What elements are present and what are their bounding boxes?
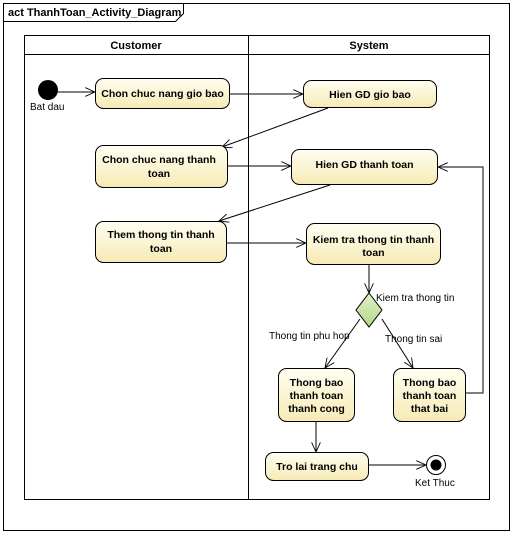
svg-text:thanh toan: thanh toan xyxy=(290,390,344,402)
action-tro-lai: Tro lai trang chu xyxy=(265,452,369,481)
decision-node xyxy=(355,292,383,328)
end-label: Ket Thuc xyxy=(415,478,455,489)
decision-label: Kiem tra thong tin xyxy=(376,293,454,304)
control-flows xyxy=(58,92,484,465)
action-chon-gio: Chon chuc nang gio bao xyxy=(95,78,230,109)
action-kiem-tra: Kiem tra thong tin thanh toan xyxy=(306,223,441,265)
frame-title: act ThanhToan_Activity_Diagram xyxy=(8,7,182,19)
action-them-tt: Them thong tin thanh toan xyxy=(95,221,227,263)
start-node xyxy=(38,80,58,100)
flow-decision-to-tb-cong xyxy=(325,318,361,368)
svg-text:toan: toan xyxy=(150,243,172,255)
flow-tb-bai-to-hien-tt xyxy=(438,167,484,394)
end-node xyxy=(426,455,446,475)
svg-text:that bai: that bai xyxy=(411,403,448,415)
guard-sai: Thong tin sai xyxy=(385,334,442,345)
guard-phu-hop: Thong tin phu hop xyxy=(269,331,350,342)
flow-decision-to-tb-bai xyxy=(381,318,413,368)
svg-text:Chon chuc nang thanh: Chon chuc nang thanh xyxy=(102,154,216,166)
svg-text:Thong bao: Thong bao xyxy=(290,377,344,389)
start-label: Bat dau xyxy=(30,102,64,113)
svg-text:Them thong tin thanh: Them thong tin thanh xyxy=(107,229,214,241)
svg-text:Hien GD thanh toan: Hien GD thanh toan xyxy=(316,159,414,171)
action-tb-cong: Thong bao thanh toan thanh cong xyxy=(278,368,355,422)
svg-text:Kiem tra thong tin thanh: Kiem tra thong tin thanh xyxy=(313,234,434,246)
svg-text:Hien GD gio bao: Hien GD gio bao xyxy=(329,89,411,101)
svg-text:thanh cong: thanh cong xyxy=(288,403,345,415)
swimlanes: Customer System xyxy=(24,35,490,500)
svg-text:Tro lai trang chu: Tro lai trang chu xyxy=(276,461,358,473)
lane-system-label: System xyxy=(349,40,388,52)
action-hien-gio: Hien GD gio bao xyxy=(303,80,437,108)
svg-text:Thong bao: Thong bao xyxy=(403,377,457,389)
action-hien-tt: Hien GD thanh toan xyxy=(291,149,438,185)
frame-title-tab xyxy=(3,3,184,22)
lane-customer-label: Customer xyxy=(110,40,162,52)
svg-text:toan: toan xyxy=(362,247,384,259)
svg-text:Chon chuc nang gio bao: Chon chuc nang gio bao xyxy=(101,88,224,100)
flow-hien-tt-to-them-tt xyxy=(219,184,331,221)
svg-text:toan: toan xyxy=(148,168,170,180)
action-tb-bai: Thong bao thanh toan that bai xyxy=(393,368,466,422)
svg-text:thanh toan: thanh toan xyxy=(403,390,457,402)
action-chon-tt: Chon chuc nang thanh toan xyxy=(95,145,228,188)
flow-hien-gio-to-chon-tt xyxy=(222,107,329,147)
